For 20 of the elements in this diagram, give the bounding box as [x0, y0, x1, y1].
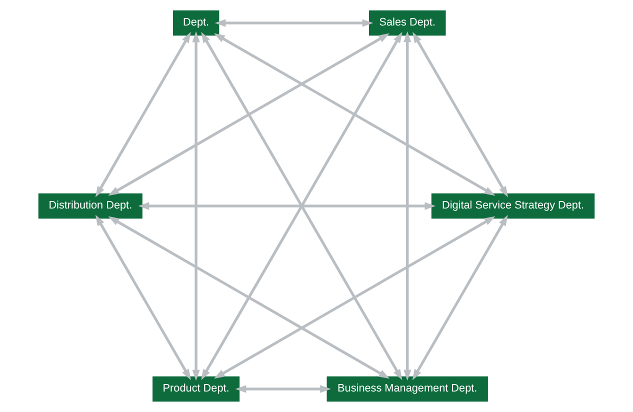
arrow — [214, 216, 496, 379]
arrow — [95, 214, 191, 380]
arrow — [108, 33, 390, 196]
node-box: Business Management Dept. — [326, 376, 488, 402]
arrow — [235, 385, 331, 393]
node-box: Digital Service Strategy Dept. — [431, 193, 595, 219]
arrow — [201, 32, 402, 380]
arrow — [404, 31, 412, 381]
node-box: Dept. — [172, 10, 220, 36]
arrow — [192, 31, 200, 381]
arrow — [95, 32, 191, 198]
node-box: Distribution Dept. — [38, 193, 142, 219]
arrow — [412, 32, 508, 198]
arrow — [108, 216, 390, 379]
node-box: Sales Dept. — [368, 10, 446, 36]
arrow — [214, 19, 374, 27]
arrow — [412, 214, 508, 380]
node-box: Product Dept. — [152, 376, 240, 402]
arrow — [214, 33, 496, 196]
arrow — [138, 202, 436, 210]
